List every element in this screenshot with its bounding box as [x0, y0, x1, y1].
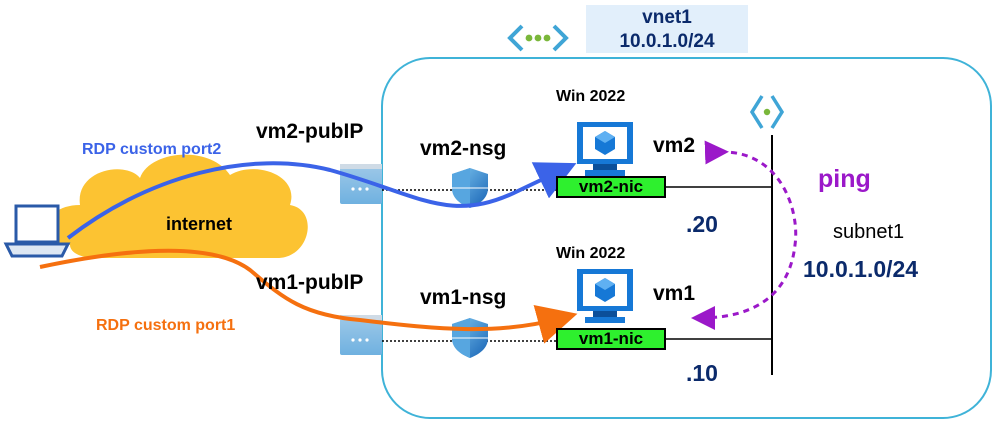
vm1-nsg-shield-icon — [452, 318, 488, 358]
vm2-name: vm2 — [653, 134, 696, 157]
laptop-icon — [3, 204, 71, 258]
subnet-name: subnet1 — [833, 221, 905, 243]
vnet-label-box — [586, 5, 748, 53]
rdp1-arrow — [39, 248, 578, 344]
vm2-monitor-icon — [577, 122, 633, 176]
vm2-nic-box: vm2-nic — [556, 176, 666, 198]
vm1-nic-box: vm1-nic — [556, 328, 666, 350]
vm1-nsg-label: vm1-nsg — [420, 286, 507, 309]
vm1-ip-suffix: .10 — [686, 360, 718, 386]
vnet-container — [381, 57, 992, 419]
vm2-pubip-icon — [340, 164, 382, 204]
subnet-cidr: 10.0.1.0/24 — [803, 256, 919, 282]
ping-arrow — [691, 140, 798, 330]
vm1-name: vm1 — [653, 282, 696, 305]
vm1-monitor-icon — [577, 269, 633, 323]
vm1-pubip-label: vm1-pubIP — [256, 271, 364, 294]
vm2-os-label: Win 2022 — [556, 88, 626, 105]
vnet-cidr: 10.0.1.0/24 — [619, 31, 715, 52]
vnet-name: vnet1 — [642, 7, 692, 28]
internet-cloud — [46, 154, 308, 259]
vm2-ip-suffix: .20 — [686, 211, 718, 237]
vm2-nsg-label: vm2-nsg — [420, 137, 507, 160]
rdp1-label: RDP custom port1 — [96, 317, 236, 334]
vm1-os-label: Win 2022 — [556, 245, 626, 262]
vm2-pubip-label: vm2-pubIP — [256, 120, 364, 143]
internet-label: internet — [166, 214, 233, 234]
ping-label: ping — [818, 165, 871, 193]
rdp2-arrow — [66, 161, 577, 240]
vnet-icon — [507, 24, 569, 52]
vm1-pubip-icon — [340, 315, 382, 355]
rdp2-label: RDP custom port2 — [82, 141, 222, 158]
vm2-nsg-shield-icon — [452, 168, 488, 208]
subnet-icon — [749, 95, 785, 129]
